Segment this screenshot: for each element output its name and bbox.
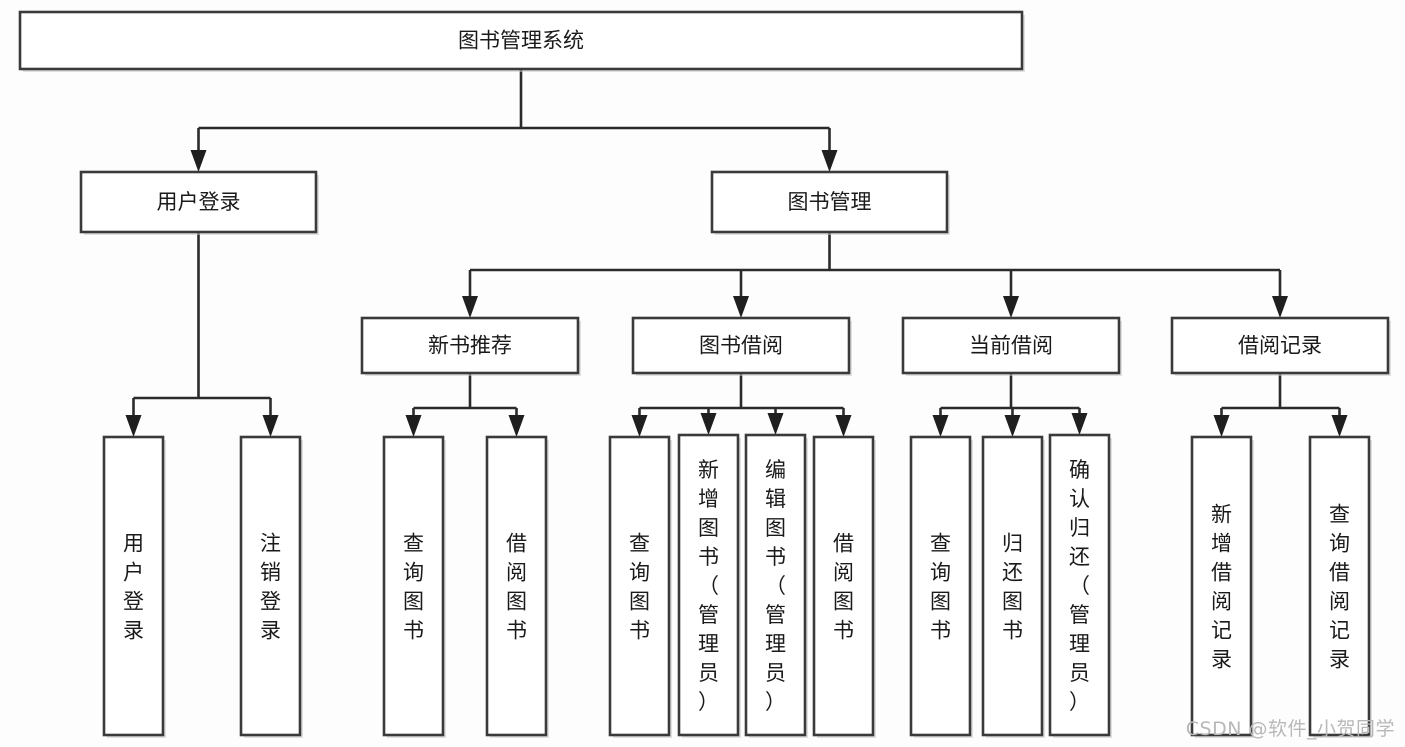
- arrow-head-icon: [700, 413, 717, 435]
- arrow-head-icon: [767, 413, 784, 435]
- node-label: 借阅记录: [1238, 334, 1322, 358]
- node-leaf-2[interactable]: 查询图书: [382, 435, 446, 738]
- node-label: 用户登录: [157, 190, 241, 214]
- connector-layer: [125, 69, 1348, 437]
- node-rect[interactable]: [901, 316, 1121, 375]
- node-rect[interactable]: [382, 435, 445, 737]
- node-level3-3[interactable]: 借阅记录: [1170, 316, 1391, 376]
- node-label: 新书推荐: [428, 334, 512, 358]
- arrow-head-icon: [1003, 296, 1019, 318]
- node-rect[interactable]: [677, 433, 740, 737]
- arrow-head-icon: [1213, 415, 1230, 437]
- node-leaf-6[interactable]: 编辑图书（管理员）: [744, 433, 808, 738]
- node-rect[interactable]: [239, 435, 302, 737]
- arrow-head-icon: [932, 415, 949, 437]
- node-label: 归还图书: [1002, 532, 1023, 643]
- node-rect[interactable]: [608, 435, 671, 737]
- arrow-head-icon: [1272, 296, 1288, 318]
- arrow-head-icon: [1331, 415, 1348, 437]
- node-rect[interactable]: [485, 435, 548, 737]
- node-label: 用户登录: [123, 532, 144, 643]
- arrow-head-icon: [1071, 413, 1088, 435]
- node-label: 新增借阅记录: [1211, 503, 1232, 672]
- node-leaf-5[interactable]: 新增图书（管理员）: [677, 433, 741, 738]
- node-rect[interactable]: [744, 433, 807, 737]
- node-leaf-12[interactable]: 查询借阅记录: [1308, 435, 1372, 738]
- node-leaf-11[interactable]: 新增借阅记录: [1190, 435, 1254, 738]
- node-label: 借阅图书: [833, 532, 854, 643]
- node-label: 查询图书: [403, 532, 424, 643]
- arrow-head-icon: [405, 415, 422, 437]
- node-rect[interactable]: [812, 435, 875, 737]
- node-rect[interactable]: [981, 435, 1044, 737]
- node-rect[interactable]: [102, 435, 165, 737]
- node-label: 确认归还（管理员）: [1069, 458, 1090, 714]
- node-rect[interactable]: [1048, 433, 1111, 737]
- arrow-head-icon: [508, 415, 525, 437]
- node-rect[interactable]: [1308, 435, 1371, 737]
- arrow-head-icon: [821, 150, 838, 172]
- node-rect[interactable]: [631, 316, 851, 375]
- node-leaf-0[interactable]: 用户登录: [102, 435, 166, 738]
- node-label: 新增图书（管理员）: [698, 458, 719, 714]
- node-label: 查询借阅记录: [1329, 503, 1350, 672]
- node-label: 图书借阅: [699, 334, 783, 358]
- arrow-head-icon: [125, 415, 142, 437]
- node-layer: 图书管理系统用户登录图书管理新书推荐图书借阅当前借阅借阅记录用户登录注销登录查询…: [18, 10, 1391, 738]
- arrow-head-icon: [1004, 415, 1021, 437]
- node-leaf-3[interactable]: 借阅图书: [485, 435, 549, 738]
- node-label: 图书管理系统: [458, 29, 584, 53]
- node-leaf-7[interactable]: 借阅图书: [812, 435, 876, 738]
- node-root-0[interactable]: 图书管理系统: [18, 10, 1025, 72]
- node-rect[interactable]: [18, 10, 1024, 71]
- node-label: 编辑图书（管理员）: [765, 458, 786, 714]
- arrow-head-icon: [835, 415, 852, 437]
- node-level3-2[interactable]: 当前借阅: [901, 316, 1122, 376]
- node-rect[interactable]: [1170, 316, 1390, 375]
- node-rect[interactable]: [1190, 435, 1253, 737]
- node-level3-1[interactable]: 图书借阅: [631, 316, 852, 376]
- node-leaf-8[interactable]: 查询图书: [909, 435, 973, 738]
- node-rect[interactable]: [710, 170, 949, 234]
- node-label: 借阅图书: [506, 532, 527, 643]
- node-leaf-4[interactable]: 查询图书: [608, 435, 672, 738]
- node-label: 查询图书: [930, 532, 951, 643]
- arrow-head-icon: [733, 296, 749, 318]
- csdn-watermark: CSDN @软件_小贺同学: [1185, 718, 1395, 740]
- node-leaf-10[interactable]: 确认归还（管理员）: [1048, 433, 1112, 738]
- node-label: 查询图书: [629, 532, 650, 643]
- arrow-head-icon: [262, 415, 279, 437]
- node-leaf-9[interactable]: 归还图书: [981, 435, 1045, 738]
- node-label: 图书管理: [788, 190, 872, 214]
- node-level2-0[interactable]: 用户登录: [79, 170, 319, 235]
- node-rect[interactable]: [79, 170, 318, 234]
- node-level3-0[interactable]: 新书推荐: [360, 316, 581, 376]
- node-rect[interactable]: [909, 435, 972, 737]
- arrow-head-icon: [631, 415, 648, 437]
- node-rect[interactable]: [360, 316, 580, 375]
- arrow-head-icon: [462, 296, 478, 318]
- node-leaf-1[interactable]: 注销登录: [239, 435, 303, 738]
- arrow-head-icon: [190, 150, 207, 172]
- node-level2-1[interactable]: 图书管理: [710, 170, 950, 235]
- node-label: 注销登录: [260, 532, 281, 643]
- node-label: 当前借阅: [969, 334, 1053, 358]
